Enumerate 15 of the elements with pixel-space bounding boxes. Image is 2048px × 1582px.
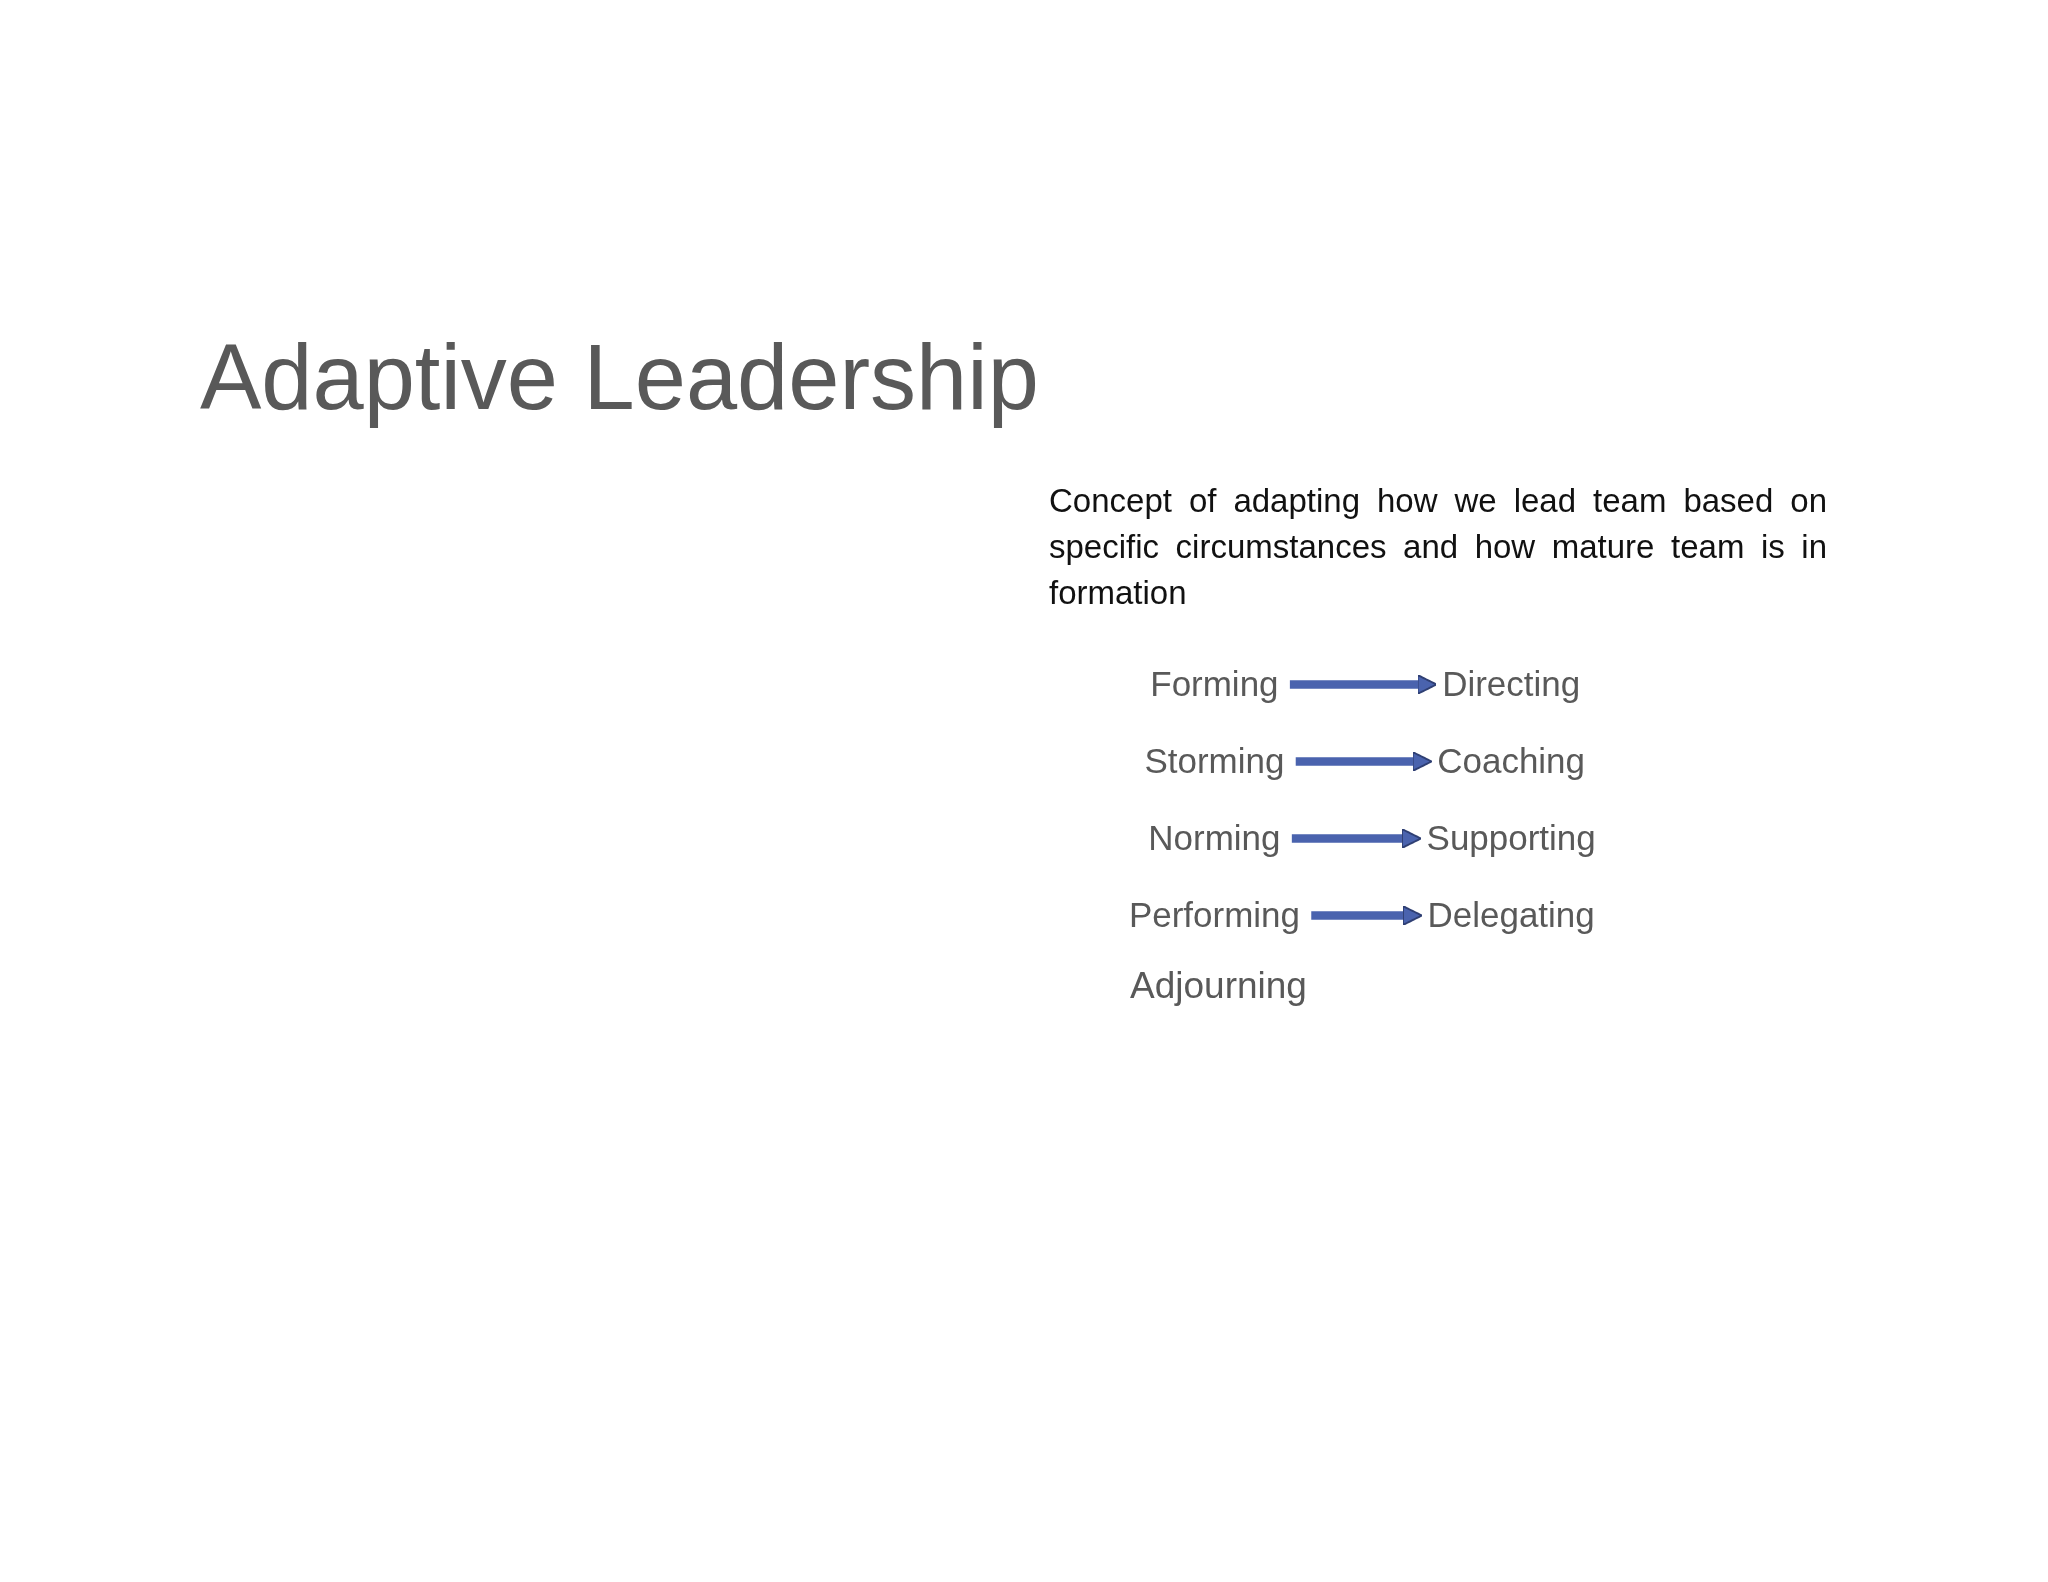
slide-title: Adaptive Leadership (200, 325, 1039, 430)
node-text: Norming (1148, 818, 1281, 858)
arrow (1289, 674, 1438, 695)
node-text: Coaching (1437, 741, 1586, 781)
description-text: Concept of adapting how we lead team based on specific circumstances and how mature team is in formation (1049, 481, 1827, 613)
node-text: Delegating (1427, 895, 1595, 935)
arrow (1291, 828, 1422, 849)
arrow (1311, 905, 1423, 926)
node-text: Storming (1144, 741, 1285, 781)
stage-label: Adjourning (1130, 965, 1307, 1007)
node-text: Directing (1442, 664, 1581, 704)
arrow (1295, 751, 1433, 772)
node-text: Forming (1150, 664, 1279, 704)
node-text: Supporting (1426, 818, 1596, 858)
node-text: Performing (1128, 895, 1300, 935)
